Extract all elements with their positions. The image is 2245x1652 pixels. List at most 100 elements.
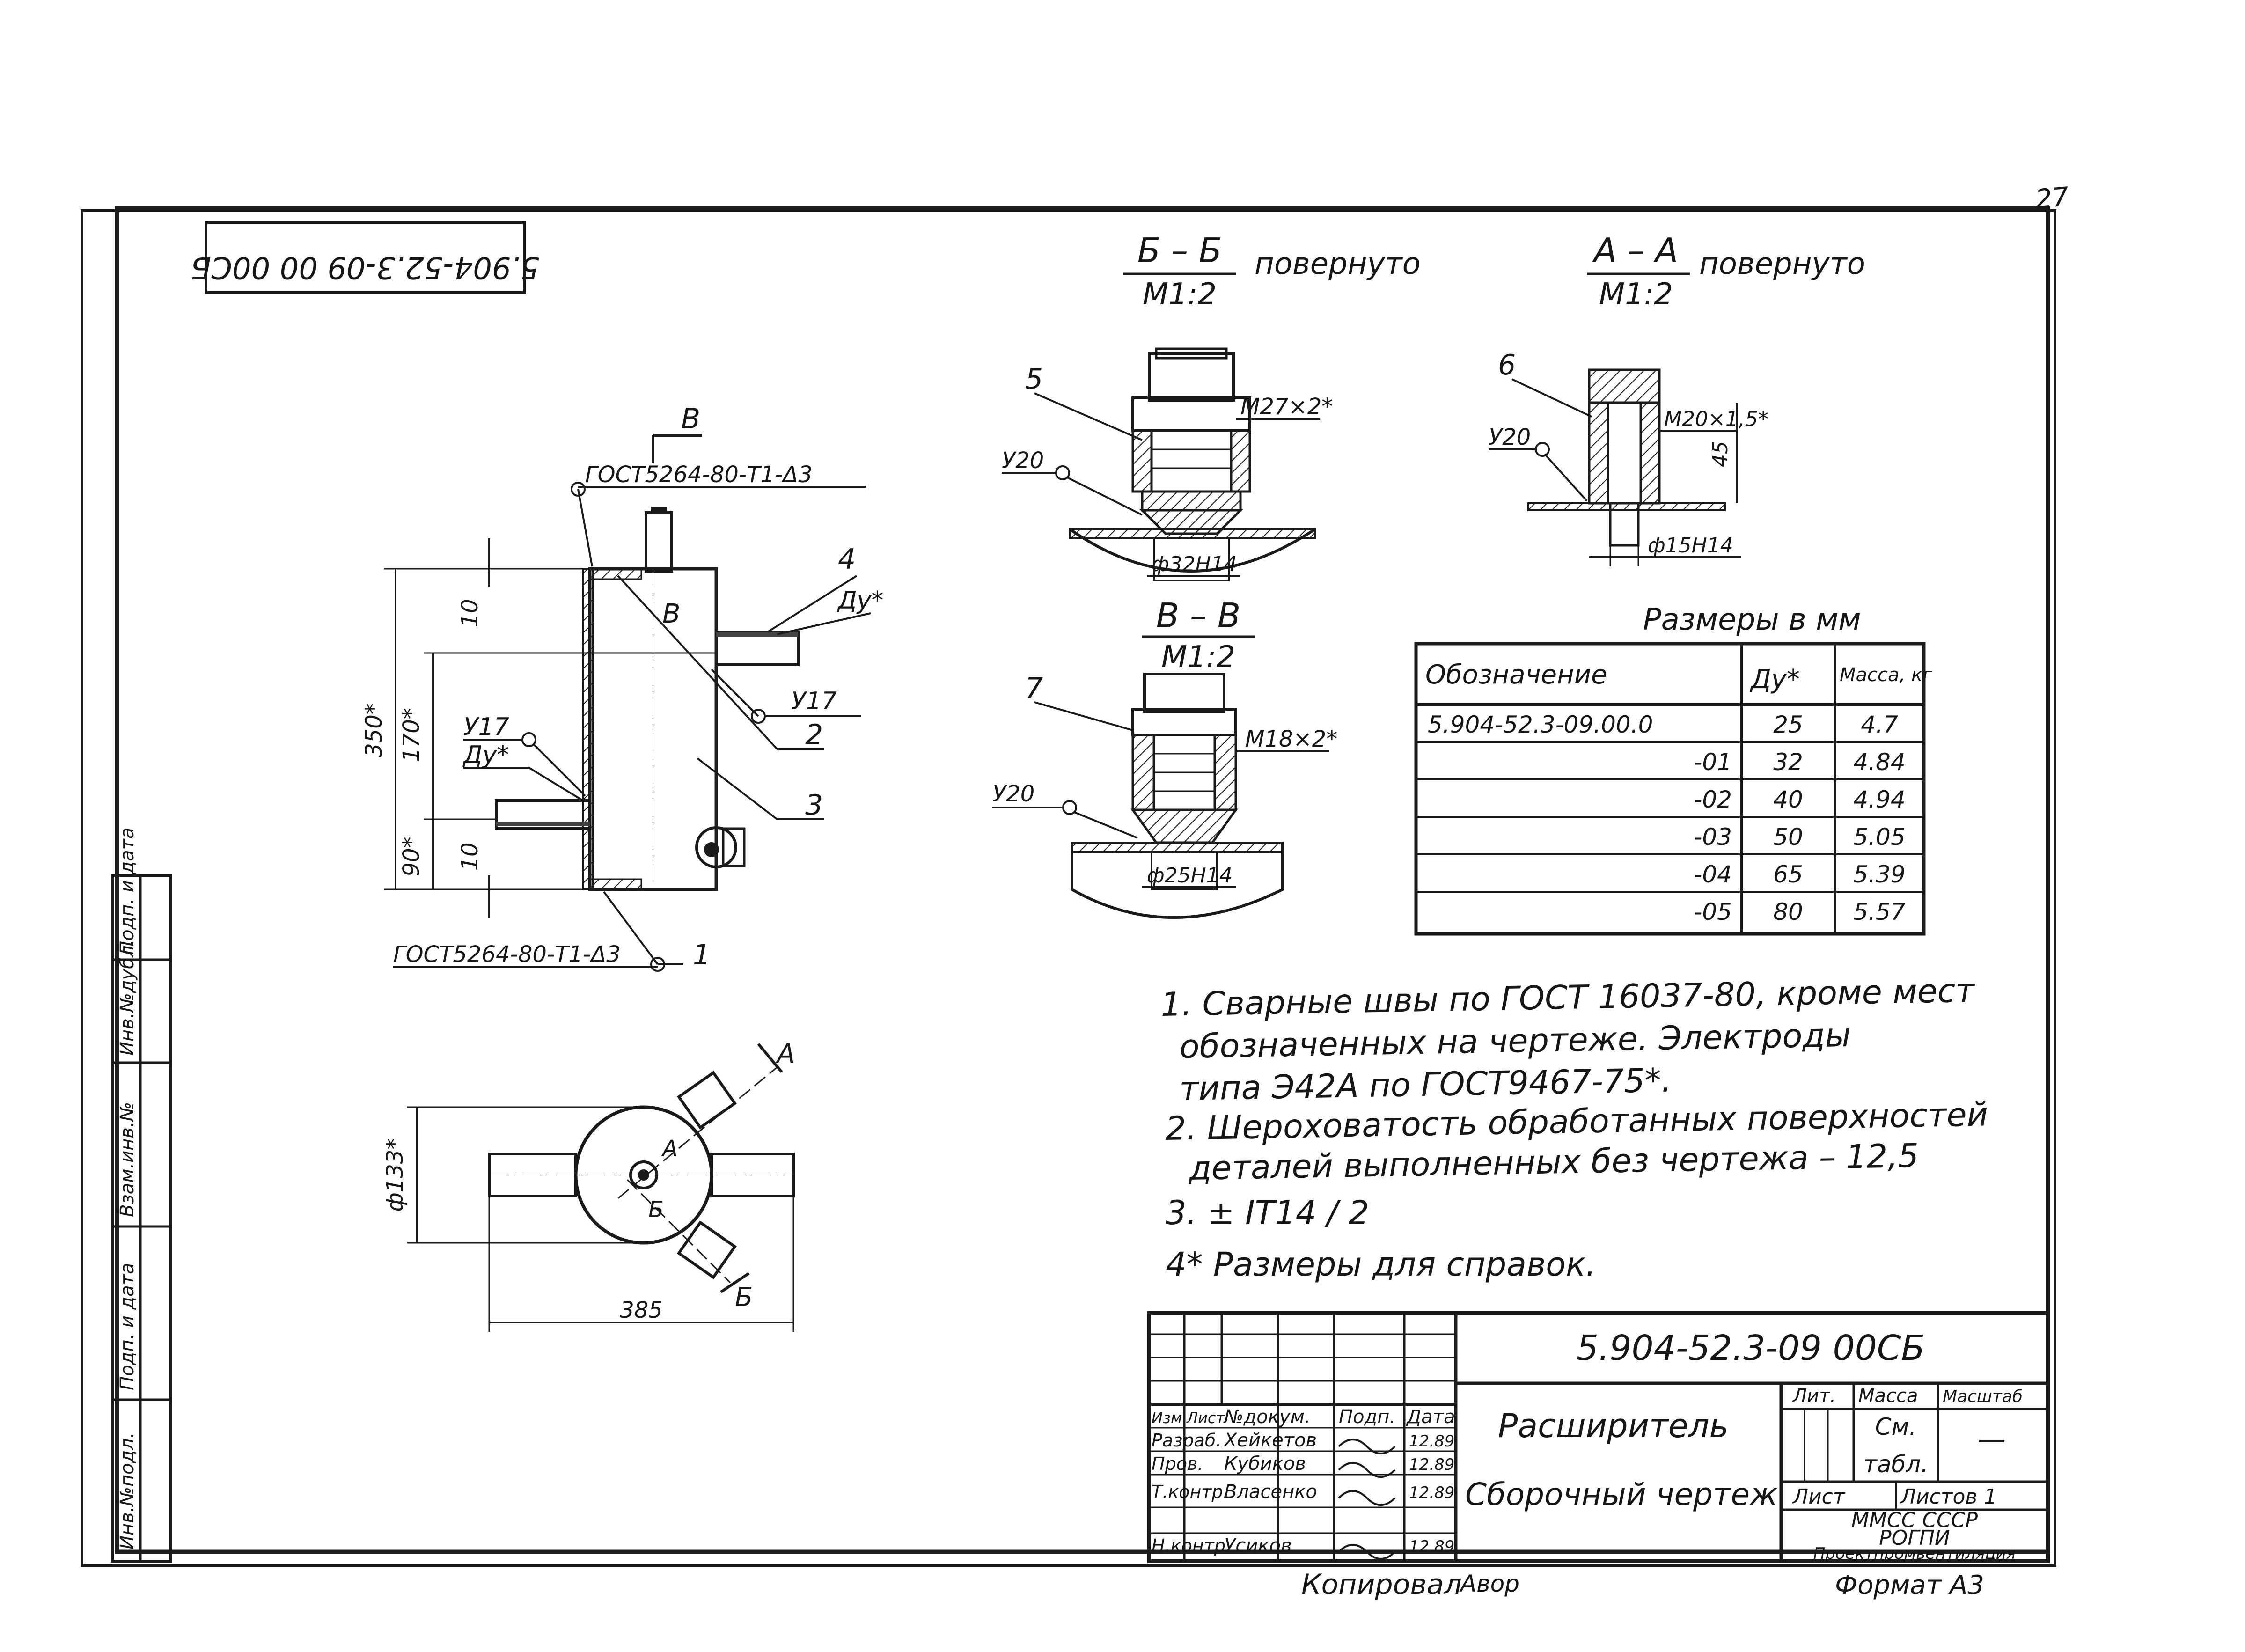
tb-name-1: Кубиков	[1224, 1453, 1306, 1475]
gost-bottom-label: ГОСТ5264-80-Т1-Δ3	[393, 941, 621, 968]
tb-role-1: Пров.	[1152, 1454, 1203, 1474]
tb-date-1: 12.89	[1409, 1455, 1454, 1474]
signature-mark-3	[1338, 1544, 1396, 1560]
rotated-stamp-box: 5.904-52.3-09 00 00СБ	[191, 221, 540, 294]
tb-org-line1: ММСС СССР	[1851, 1508, 1978, 1532]
dims-row-3-des: -03	[1694, 823, 1732, 851]
callout-4: 4	[838, 543, 856, 576]
note-line-2: типа Э42А по ГОСТ9467-75*.	[1179, 1061, 1672, 1108]
tb-head-3: Подп.	[1339, 1406, 1395, 1428]
dims-header-1: Ду*	[1749, 664, 1800, 695]
tb-name-3: Усиков	[1224, 1535, 1292, 1557]
tb-name-line1: Расширитель	[1498, 1407, 1729, 1445]
tb-sheet-label: Лист	[1792, 1485, 1846, 1509]
tb-head-4: Дата	[1406, 1406, 1455, 1428]
tb-date-2: 12.89	[1409, 1483, 1454, 1502]
tb-name-0: Хейкетов	[1223, 1430, 1317, 1451]
tb-head-0: Изм.	[1152, 1409, 1187, 1427]
dims-table: Размеры в мм Обозначение Ду* Масса, кг 5…	[1414, 602, 1933, 936]
dims-row-5-des: -05	[1694, 898, 1732, 925]
tb-lit: Лит.	[1792, 1385, 1836, 1407]
note-line-1: обозначенных на чертеже. Электроды	[1179, 1016, 1851, 1066]
dim-10-bottom: 10	[457, 842, 483, 871]
plan-mark-b-inner: Б	[648, 1197, 664, 1223]
tb-head-1: Лист	[1186, 1409, 1225, 1427]
weld-u17-right: У17	[791, 687, 837, 715]
tb-mass-val-2: табл.	[1863, 1451, 1928, 1478]
tb-date-3: 12.89	[1409, 1537, 1454, 1556]
dims-row-1-mass: 4.84	[1853, 749, 1905, 776]
plan-mark-a-inner: А	[661, 1136, 678, 1162]
plan-diameter: ф133*	[382, 1138, 408, 1212]
tb-scale: Масштаб	[1943, 1387, 2023, 1406]
aa-note: повернуто	[1699, 247, 1865, 281]
bb-hole: ф32Н14	[1152, 552, 1237, 576]
dims-row-4-des: -04	[1694, 861, 1732, 888]
tb-doc-number: 5.904-52.3-09 00СБ	[1577, 1328, 1925, 1368]
dims-row-3-du: 50	[1773, 823, 1803, 851]
dims-row-0-mass: 4.7	[1861, 711, 1898, 738]
page-number: 27	[2034, 182, 2070, 215]
copy-sign: Авор	[1459, 1570, 1519, 1597]
dims-table-caption: Размеры в мм	[1643, 602, 1861, 637]
format-label: Формат А3	[1835, 1570, 1984, 1601]
side-stamp-col-2: Взам.инв.№	[117, 1102, 138, 1217]
inner-section-mark: В	[662, 599, 680, 629]
weld-u17-left: У17	[463, 713, 509, 741]
section-vv: В – В М1:2 М18×2* 7 У20 ф25Н14	[992, 596, 1337, 919]
bb-weld: У20	[1002, 448, 1044, 474]
callout-1: 1	[693, 939, 711, 971]
note-line-5: 3. ± IT14 / 2	[1166, 1194, 1369, 1232]
callout-3: 3	[805, 789, 823, 822]
vv-title: В – В	[1156, 596, 1241, 635]
dims-row-0-des: 5.904-52.3-09.00.0	[1428, 711, 1653, 738]
callout-2: 2	[805, 719, 823, 751]
rotated-stamp-text: 5.904-52.3-09 00 00СБ	[191, 250, 540, 285]
side-stamp-col-4: Подп. и дата	[117, 828, 138, 955]
tb-scale-val: —	[1978, 1423, 2006, 1456]
dims-header-2: Масса, кг	[1840, 664, 1933, 686]
dims-header-0: Обозначение	[1425, 660, 1607, 690]
plan-mark-a: А	[776, 1039, 795, 1069]
tb-role-3: Н.контр.	[1152, 1535, 1231, 1556]
signature-mark-0	[1338, 1439, 1396, 1454]
plan-view: А А Б Б ф133* 385	[382, 1039, 795, 1332]
dim-10-top: 10	[457, 599, 483, 627]
aa-thread: М20×1,5*	[1664, 407, 1768, 431]
signature-mark-2	[1338, 1490, 1396, 1506]
signature-mark-1	[1338, 1462, 1396, 1478]
dims-row-1-des: -01	[1694, 749, 1732, 776]
notes-block: 1. Сварные швы по ГОСТ 16037-80, кроме м…	[1160, 971, 1988, 1284]
tb-name-line2: Сборочный чертеж	[1465, 1476, 1778, 1512]
vv-hole: ф25Н14	[1147, 864, 1233, 888]
tb-head-2: №докум.	[1223, 1406, 1310, 1428]
sheet-frame	[81, 206, 2056, 1567]
note-line-6: 4* Размеры для справок.	[1166, 1245, 1596, 1284]
dims-row-4-mass: 5.39	[1853, 861, 1905, 888]
tb-sheets-label: Листов 1	[1900, 1485, 1997, 1509]
tb-org-line3: Проектпромвентиляция	[1813, 1544, 2016, 1563]
tb-role-2: Т.контр.	[1152, 1482, 1229, 1502]
du-left-label: Ду*	[462, 741, 509, 769]
bb-thread: М27×2*	[1240, 394, 1333, 420]
tb-name-2: Власенко	[1224, 1481, 1317, 1503]
bb-scale: М1:2	[1143, 277, 1217, 312]
bb-title: Б – Б	[1137, 231, 1222, 270]
dims-row-3-mass: 5.05	[1853, 823, 1905, 851]
aa-title: А – А	[1592, 231, 1678, 270]
title-block: Изм. Лист №докум. Подп. Дата Разраб. Хей…	[1147, 1311, 2050, 1563]
dims-row-2-du: 40	[1773, 786, 1803, 813]
tb-mass: Масса	[1858, 1385, 1918, 1407]
dim-low: 90*	[398, 837, 425, 876]
du-right-label: Ду*	[837, 587, 883, 615]
vv-thread: М18×2*	[1245, 726, 1337, 752]
tb-mass-val-1: См.	[1875, 1413, 1917, 1440]
dims-row-2-mass: 4.94	[1853, 786, 1905, 813]
main-view: В В ГОСТ5264-80-Т1-Δ3 ГОСТ5264-80-Т1-Δ3 …	[361, 403, 883, 972]
dims-row-5-mass: 5.57	[1853, 898, 1906, 925]
note-line-0: 1. Сварные швы по ГОСТ 16037-80, кроме м…	[1160, 971, 1976, 1024]
gost-top-label: ГОСТ5264-80-Т1-Δ3	[585, 462, 813, 488]
tb-role-0: Разраб.	[1152, 1430, 1221, 1451]
plan-width: 385	[620, 1297, 663, 1323]
side-stamp-col-3: Инв.№дубл.	[117, 940, 138, 1056]
